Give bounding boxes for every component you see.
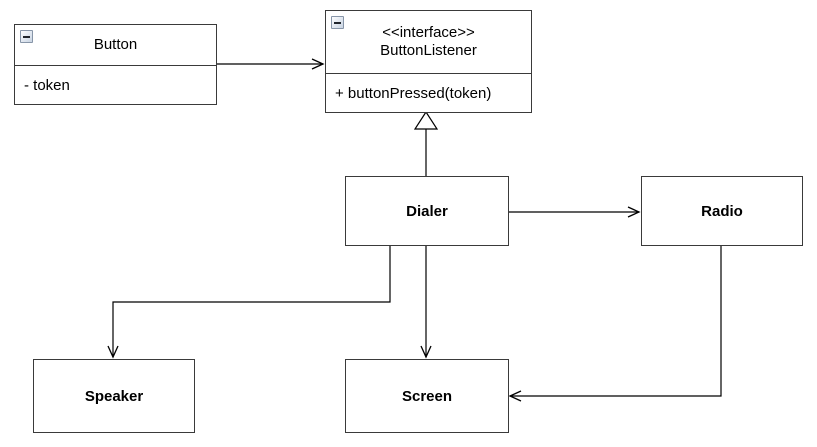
buttonlistener-stereotype: <<interface>> (382, 24, 475, 41)
class-box-radio[interactable]: Radio (641, 176, 803, 246)
class-box-buttonlistener[interactable]: <<interface>> ButtonListener + buttonPre… (325, 10, 532, 113)
buttonlistener-header: <<interface>> ButtonListener (326, 11, 531, 73)
screen-class-name: Screen (401, 387, 453, 405)
button-attribute-token: - token (24, 76, 70, 94)
collapse-minus-icon[interactable] (20, 30, 33, 43)
class-box-button[interactable]: Button - token (14, 24, 217, 105)
edge-radio-to-screen (508, 245, 722, 402)
class-box-screen[interactable]: Screen (345, 359, 509, 433)
button-header: Button (15, 25, 216, 65)
buttonlistener-operation-buttonpressed: + buttonPressed(token) (335, 85, 492, 102)
button-attributes: - token (15, 65, 216, 105)
radio-class-name: Radio (701, 202, 743, 220)
buttonlistener-class-name: ButtonListener (380, 42, 477, 59)
collapse-minus-icon[interactable] (331, 16, 344, 29)
edge-dialer-to-buttonlistener (413, 110, 439, 176)
button-class-name: Button (93, 36, 138, 53)
buttonlistener-operations: + buttonPressed(token) (326, 73, 531, 114)
edge-dialer-to-speaker (107, 245, 391, 359)
dialer-class-name: Dialer (406, 202, 448, 220)
class-box-speaker[interactable]: Speaker (33, 359, 195, 433)
speaker-class-name: Speaker (84, 387, 144, 405)
class-box-dialer[interactable]: Dialer (345, 176, 509, 246)
